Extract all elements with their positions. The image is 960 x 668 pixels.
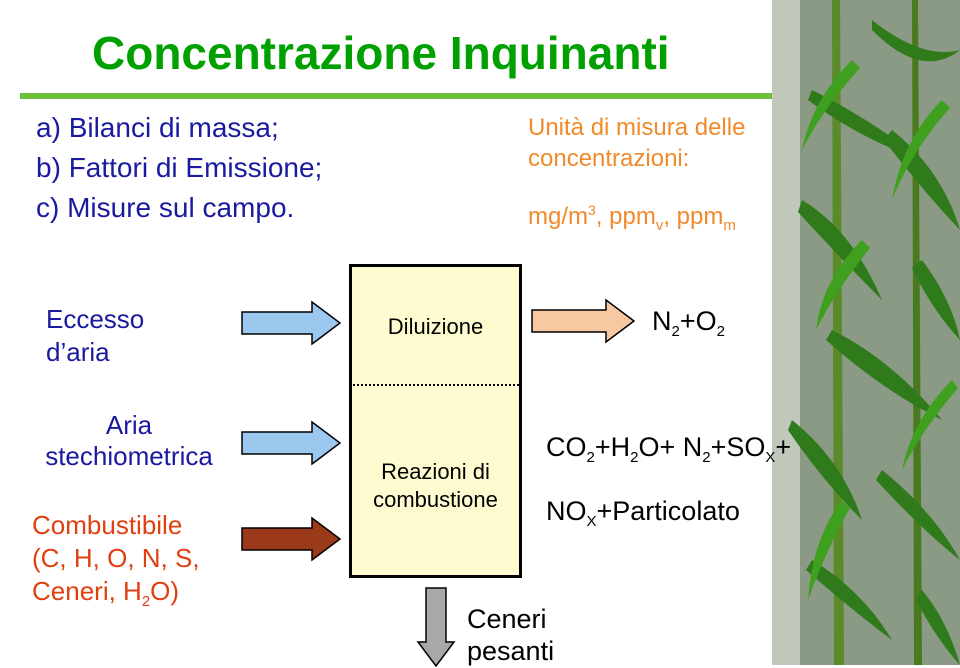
list-text: Bilanci di massa; <box>68 112 279 143</box>
label-line: Aria <box>105 410 153 440</box>
list-marker: c) <box>36 192 60 223</box>
output-combustion-products-line1: CO2+H2O+ N2+SOX+ <box>546 432 792 466</box>
formula-text: N <box>652 306 672 336</box>
label-line: stechiometrica <box>45 441 213 471</box>
unit-ppm-m-subscript: m <box>723 217 736 234</box>
arrow-fuel <box>241 516 342 562</box>
formula-text: +SO <box>710 432 766 462</box>
title-underline <box>20 93 772 99</box>
list-marker: b) <box>36 152 61 183</box>
page-title: Concentrazione Inquinanti <box>92 27 670 79</box>
arrow-stoichiometric-air <box>241 420 342 466</box>
unit-mg-exponent: 3 <box>588 202 596 218</box>
formula-text: +Particolato <box>596 496 740 526</box>
formula-text: + <box>775 432 792 462</box>
list-text: Fattori di Emissione; <box>68 152 323 183</box>
list-item-c: c) Misure sul campo. <box>36 192 294 224</box>
formula-subscript: 2 <box>702 449 711 466</box>
label-line: (C, H, O, N, S, <box>32 543 200 573</box>
box-label-combustion: Reazioni di combustione <box>352 458 519 514</box>
formula-text: NO <box>546 496 587 526</box>
formula-text: +H <box>594 432 631 462</box>
formula-text: +O <box>679 306 717 336</box>
label-line: Combustibile <box>32 510 183 540</box>
unit-ppm-v: ppm <box>609 203 656 230</box>
formula-subscript: 2 <box>630 449 639 466</box>
box-label-dilution: Diluizione <box>387 314 484 339</box>
label-subscript: 2 <box>141 593 151 610</box>
formula-text: O+ N <box>638 432 703 462</box>
input-label-excess-air: Eccesso d’aria <box>46 303 144 369</box>
list-text: Misure sul campo. <box>67 192 295 223</box>
label-line: Eccesso <box>46 304 145 334</box>
formula-subscript: X <box>765 449 776 466</box>
box-label-line: Reazioni di <box>381 459 490 484</box>
formula-subscript: X <box>586 513 597 530</box>
box-label-line: combustione <box>373 487 498 512</box>
formula-subscript: 2 <box>586 449 595 466</box>
list-marker: a) <box>36 112 61 143</box>
formula-subscript: 2 <box>671 323 680 340</box>
formula-subscript: 2 <box>716 323 725 340</box>
bamboo-background-image <box>772 0 960 665</box>
arrow-ash-output <box>416 587 456 668</box>
input-label-stoichiometric-air: Aria stechiometrica <box>24 410 234 472</box>
list-item-b: b) Fattori di Emissione; <box>36 152 322 184</box>
process-box <box>349 264 522 578</box>
output-combustion-products-line2: NOX+Particolato <box>546 496 740 530</box>
arrow-dilution-output <box>531 298 636 344</box>
output-heavy-ash: Ceneri pesanti <box>467 603 554 667</box>
unit-mg: mg/m <box>528 203 588 230</box>
box-divider <box>353 384 519 386</box>
unit-ppm-m: ppm <box>676 203 724 230</box>
label-line: d’aria <box>46 337 110 367</box>
arrow-excess-air <box>241 300 342 346</box>
output-dilution-gases: N2+O2 <box>652 306 725 340</box>
label-text: Ceneri, H <box>32 576 142 606</box>
input-label-fuel: Combustibile (C, H, O, N, S, Ceneri, H2O… <box>32 509 200 612</box>
units-heading: Unità di misura delle concentrazioni: <box>528 114 746 172</box>
label-text: O) <box>150 576 180 606</box>
list-item-a: a) Bilanci di massa; <box>36 112 279 144</box>
unit-ppm-v-subscript: v <box>655 217 664 234</box>
label-line: pesanti <box>467 636 555 666</box>
formula-text: CO <box>546 432 587 462</box>
units-values: mg/m3, ppmv, ppmm <box>528 202 736 234</box>
label-line: Ceneri, H2O) <box>32 575 200 612</box>
label-line: Ceneri <box>467 604 547 634</box>
